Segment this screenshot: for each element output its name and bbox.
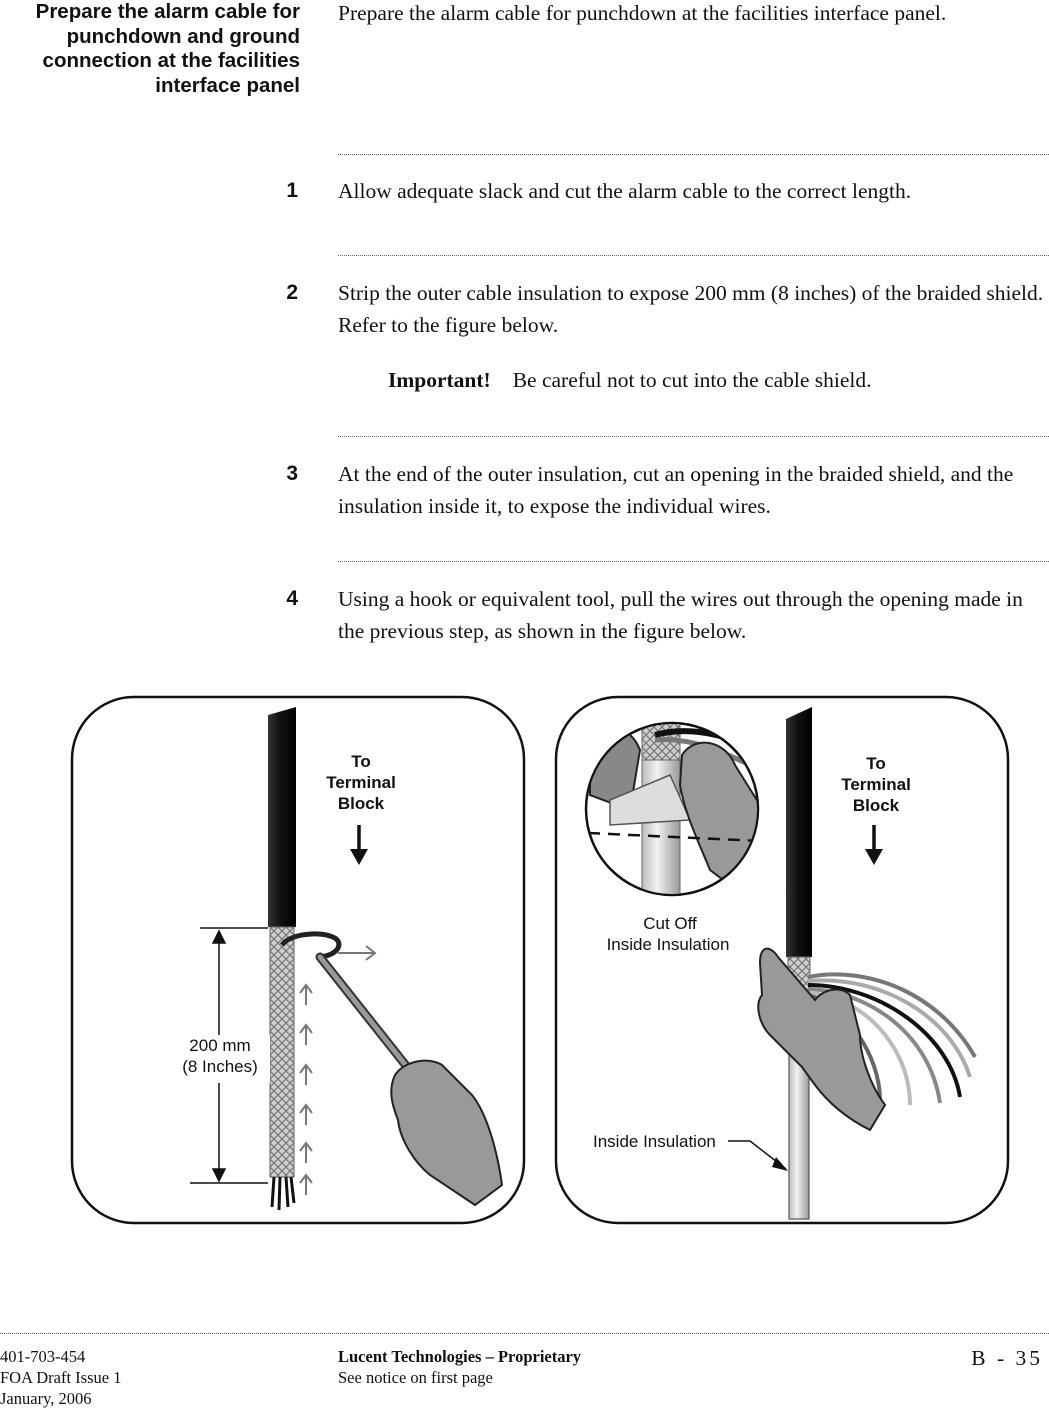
- left-panel: 200 mm (8 Inches) To Terminal Block: [70, 695, 526, 1225]
- cut-off-label: Cut Off: [643, 914, 697, 933]
- footer-divider: [0, 1333, 1049, 1334]
- footer-proprietary: Lucent Technologies – Proprietary See no…: [338, 1346, 581, 1388]
- callout-leader: [728, 1140, 787, 1170]
- cable-jacket: [786, 707, 812, 957]
- intro-paragraph: Prepare the alarm cable for punchdown at…: [338, 1, 947, 25]
- terminal-block-label: Terminal: [841, 775, 911, 794]
- terminal-block-label: Block: [853, 796, 900, 815]
- notice-text: See notice on first page: [338, 1368, 493, 1387]
- terminal-block-label: Block: [338, 794, 385, 813]
- important-note: Important! Be careful not to cut into the…: [388, 367, 872, 394]
- important-label: Important!: [388, 368, 491, 392]
- step-text: Using a hook or equivalent tool, pull th…: [338, 587, 1023, 643]
- step-text: Allow adequate slack and cut the alarm c…: [338, 179, 912, 203]
- right-panel: Cut Off Inside Insulation Inside Insulat…: [554, 695, 1010, 1225]
- braided-shield: [269, 926, 295, 1178]
- terminal-block-label: To: [866, 754, 886, 773]
- doc-number: 401-703-454: [0, 1347, 86, 1366]
- section-heading: Prepare the alarm cable for punchdown an…: [0, 0, 300, 98]
- step-divider: [338, 255, 1049, 256]
- page-number: B - 35: [971, 1346, 1043, 1370]
- dimension-label: (8 Inches): [182, 1057, 258, 1076]
- hand: [390, 1059, 504, 1207]
- terminal-block-label: To: [351, 752, 371, 771]
- down-arrow-icon: [865, 825, 883, 865]
- step-text: At the end of the outer insulation, cut …: [338, 462, 1014, 518]
- footer-doc-info: 401-703-454 FOA Draft Issue 1 January, 2…: [0, 1346, 121, 1409]
- terminal-block-label: Terminal: [326, 773, 396, 792]
- step-number: 2: [286, 281, 298, 304]
- proprietary-text: Lucent Technologies – Proprietary: [338, 1347, 582, 1366]
- doc-date: January, 2006: [0, 1389, 92, 1408]
- cable-prep-figure: 200 mm (8 Inches) To Terminal Block: [70, 695, 1010, 1225]
- inside-insulation-label: Inside Insulation: [593, 1132, 716, 1151]
- pull-direction-arrows: [299, 983, 313, 1195]
- step-divider: [338, 436, 1049, 437]
- section-heading-line: punchdown and ground: [66, 24, 300, 48]
- step-text: Strip the outer cable insulation to expo…: [338, 281, 1044, 337]
- section-heading-line: interface panel: [155, 73, 300, 97]
- step-number: 3: [286, 462, 298, 485]
- step-divider: [338, 561, 1049, 562]
- section-heading-line: connection at the facilities: [42, 49, 300, 72]
- cable-jacket: [268, 707, 296, 927]
- step-divider: [338, 154, 1049, 155]
- hand: [757, 947, 887, 1132]
- doc-issue: FOA Draft Issue 1: [0, 1368, 122, 1387]
- right-arrow: [338, 945, 377, 961]
- dimension-label: 200 mm: [189, 1036, 250, 1055]
- hook-tip: [279, 931, 342, 960]
- wire-ends: [270, 1176, 296, 1211]
- step-number: 1: [286, 179, 298, 202]
- cut-off-label: Inside Insulation: [607, 935, 730, 954]
- important-text: Be careful not to cut into the cable shi…: [512, 368, 872, 392]
- cable-prep-illustration: 200 mm (8 Inches) To Terminal Block: [70, 695, 1010, 1225]
- section-heading-line: Prepare the alarm cable for: [35, 0, 300, 23]
- step-number: 4: [286, 587, 298, 610]
- down-arrow-icon: [350, 825, 368, 865]
